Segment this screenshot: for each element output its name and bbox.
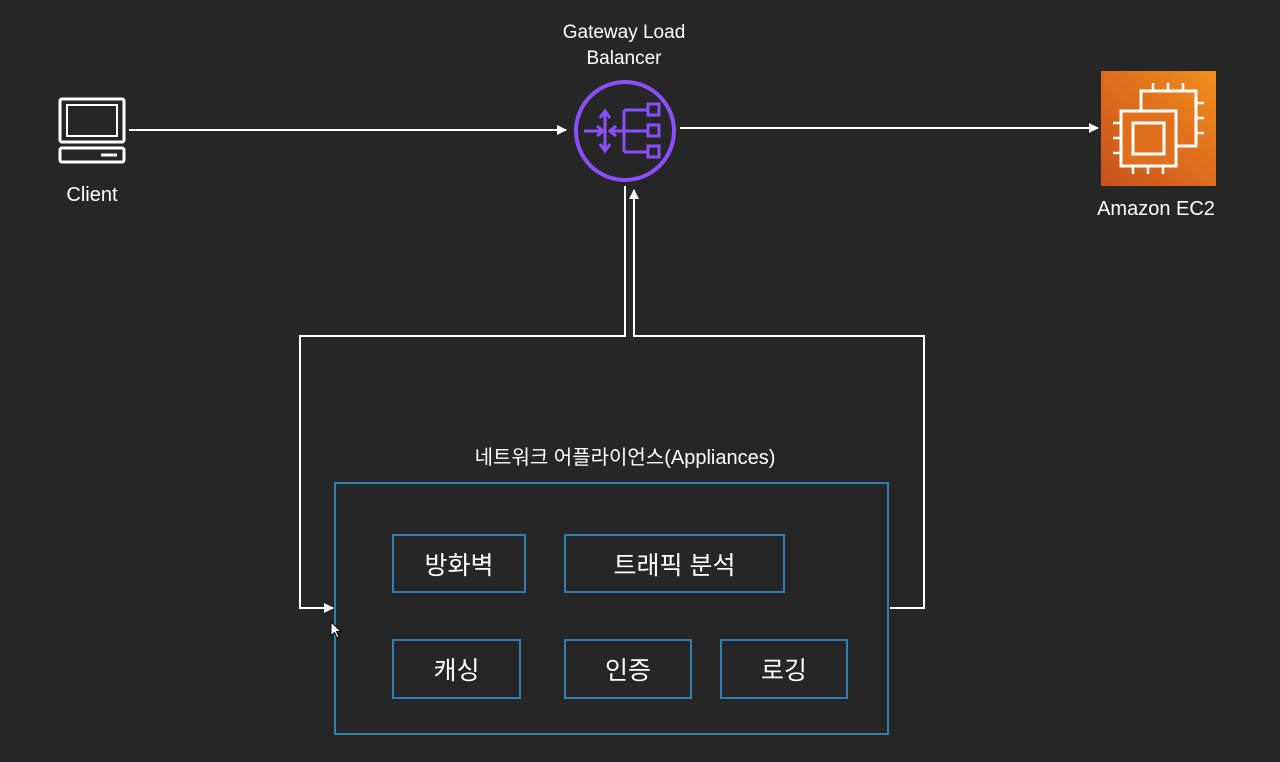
ec2-label: Amazon EC2 xyxy=(1097,198,1215,220)
mouse-cursor-icon xyxy=(330,620,343,639)
appliance-caching[interactable]: 캐싱 xyxy=(392,639,521,699)
client-label: Client xyxy=(66,184,118,206)
appliance-authentication[interactable]: 인증 xyxy=(564,639,692,699)
ec2-chip-icon[interactable] xyxy=(1101,71,1216,186)
appliances-group xyxy=(334,482,889,735)
gwlb-title-line2: Balancer xyxy=(586,48,662,69)
laptop-icon[interactable] xyxy=(57,97,127,165)
gateway-load-balancer-icon[interactable] xyxy=(572,78,678,184)
appliance-traffic-analysis[interactable]: 트래픽 분석 xyxy=(564,534,785,593)
appliances-to-gwlb-arrow xyxy=(629,189,925,609)
appliance-logging[interactable]: 로깅 xyxy=(720,639,848,699)
appliances-title: 네트워크 어플라이언스(Appliances) xyxy=(474,447,776,469)
appliance-firewall[interactable]: 방화벽 xyxy=(392,534,526,593)
gwlb-to-appliances-arrow xyxy=(299,186,626,613)
gwlb-title-line1: Gateway Load xyxy=(562,22,686,43)
gwlb-title: Gateway Load Balancer xyxy=(534,20,714,72)
